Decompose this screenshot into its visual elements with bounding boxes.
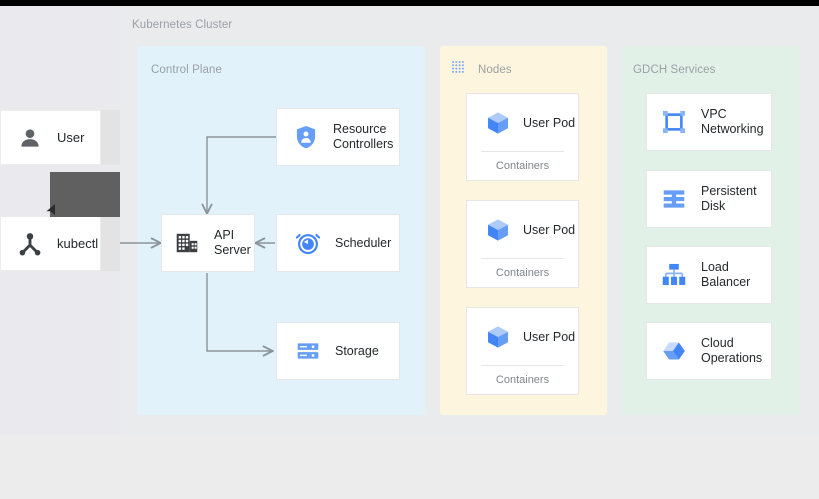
- panel-gdch-services-title: GDCH Services: [633, 64, 716, 76]
- dotted-grid-icon: [452, 61, 464, 73]
- card-load-balancer-label: Load Balancer: [701, 260, 751, 289]
- person-icon: [21, 128, 39, 147]
- mouse-cursor-icon: [46, 204, 55, 215]
- alarm-clock-icon: [295, 233, 321, 255]
- load-balancer-icon: [662, 263, 686, 285]
- card-user-pod-2[interactable]: User Pod Containers: [466, 200, 579, 288]
- cube-icon: [488, 325, 508, 348]
- card-resource-controllers-label: Resource Controllers: [333, 122, 394, 151]
- card-user-pod-1[interactable]: User Pod Containers: [466, 93, 579, 181]
- shield-person-icon: [296, 125, 316, 149]
- card-persistent-disk[interactable]: Persistent Disk: [646, 170, 772, 228]
- card-api-server[interactable]: API Server: [161, 214, 255, 272]
- panel-control-plane-title: Control Plane: [151, 64, 222, 76]
- card-storage[interactable]: Storage: [276, 322, 400, 380]
- pod-divider: [481, 151, 564, 152]
- card-load-balancer[interactable]: Load Balancer: [646, 246, 772, 304]
- storage-disks-icon: [297, 343, 319, 359]
- card-cloud-operations-label: Cloud Operations: [701, 336, 763, 365]
- card-storage-label: Storage: [335, 343, 379, 358]
- card-user-pod-1-sublabel: Containers: [495, 160, 550, 172]
- card-user-pod-3[interactable]: User Pod Containers: [466, 307, 579, 395]
- card-vpc-networking-label: VPC Networking: [701, 107, 764, 136]
- persistent-disk-icon: [663, 190, 685, 208]
- card-api-server-label: API Server: [214, 228, 251, 257]
- cluster-label: Kubernetes Cluster: [132, 19, 233, 31]
- card-user-pod-2-label: User Pod: [523, 222, 576, 237]
- card-scheduler-label: Scheduler: [335, 235, 392, 250]
- card-scheduler[interactable]: Scheduler: [276, 214, 400, 272]
- panel-nodes-title: Nodes: [478, 64, 512, 76]
- cube-icon: [488, 111, 508, 134]
- pod-divider: [481, 365, 564, 366]
- actor-user-label: User: [57, 130, 85, 145]
- card-vpc-networking[interactable]: VPC Networking: [646, 93, 772, 151]
- window-chrome-bar: [0, 0, 819, 6]
- server-building-icon: [176, 233, 198, 253]
- vpc-network-icon: [662, 110, 686, 134]
- actor-kubectl[interactable]: kubectl: [0, 216, 101, 271]
- kubectl-card-shadow: [100, 216, 120, 271]
- cube-icon: [488, 218, 508, 241]
- cloud-operations-icon: [663, 342, 685, 360]
- card-cloud-operations[interactable]: Cloud Operations: [646, 322, 772, 380]
- pod-divider: [481, 258, 564, 259]
- card-user-pod-3-sublabel: Containers: [495, 374, 550, 386]
- card-resource-controllers[interactable]: Resource Controllers: [276, 108, 400, 166]
- selection-overlay-rectangle: [50, 172, 120, 217]
- kubectl-icon: [19, 232, 41, 255]
- user-card-shadow: [100, 110, 120, 165]
- card-user-pod-3-label: User Pod: [523, 329, 576, 344]
- card-persistent-disk-label: Persistent Disk: [701, 184, 757, 213]
- actor-user[interactable]: User: [0, 110, 101, 165]
- card-user-pod-1-label: User Pod: [523, 115, 576, 130]
- actor-kubectl-label: kubectl: [57, 236, 99, 251]
- card-user-pod-2-sublabel: Containers: [495, 267, 550, 279]
